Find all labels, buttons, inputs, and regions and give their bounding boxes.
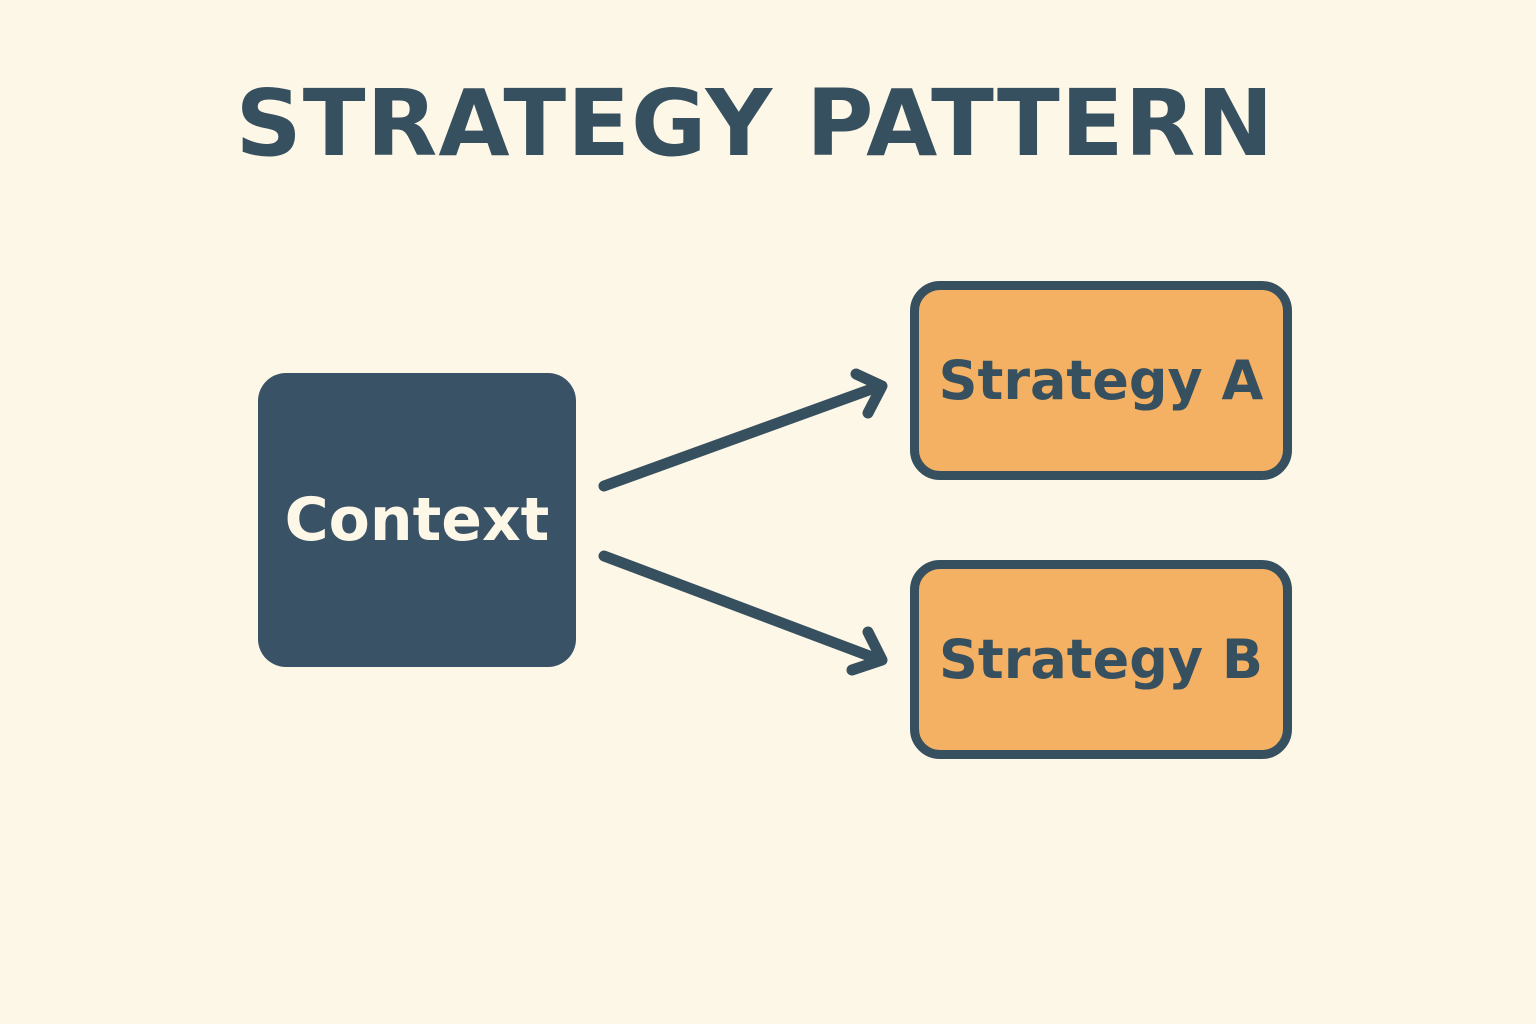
diagram-title: STRATEGY PATTERN: [235, 70, 1275, 177]
strategy-b-label: Strategy B: [938, 628, 1264, 691]
arrow-context-to-strategy-b: [598, 550, 888, 676]
strategy-a-label: Strategy A: [938, 349, 1264, 412]
strategy-b-node: Strategy B: [910, 560, 1292, 759]
context-node: Context: [258, 373, 576, 667]
context-label: Context: [284, 485, 550, 555]
arrow-context-to-strategy-a: [598, 368, 888, 492]
strategy-a-node: Strategy A: [910, 281, 1292, 480]
